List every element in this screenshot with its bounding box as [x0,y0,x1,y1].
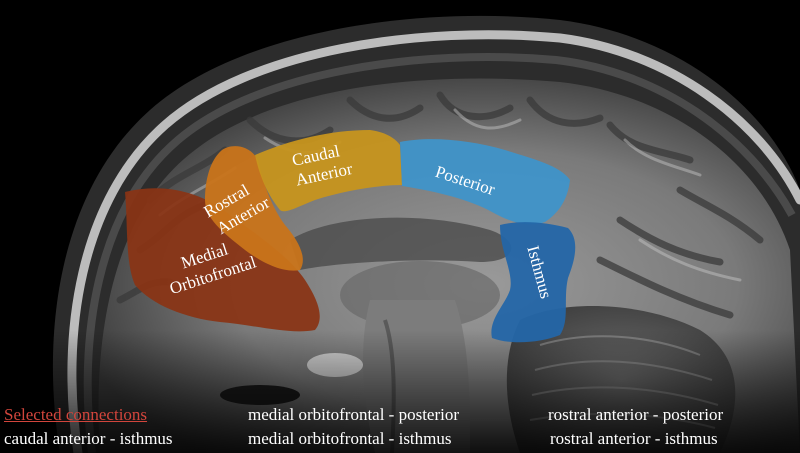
region-caudal-anterior [255,130,402,212]
region-rostral-anterior [205,146,303,271]
region-posterior [400,139,570,225]
connection-item: caudal anterior - isthmus [4,429,173,448]
region-medial-orbitofrontal [125,188,320,332]
connection-item: medial orbitofrontal - isthmus [248,429,452,448]
caption-row-2: caudal anterior - isthmus medial orbitof… [0,429,800,449]
caption-row-1: Selected connections medial orbitofronta… [0,405,800,425]
connection-item: medial orbitofrontal - posterior [248,405,460,424]
connection-item: rostral anterior - isthmus [550,429,718,448]
selected-connections-title: Selected connections [4,405,148,424]
connection-item: rostral anterior - posterior [548,405,724,424]
region-isthmus [491,222,576,343]
